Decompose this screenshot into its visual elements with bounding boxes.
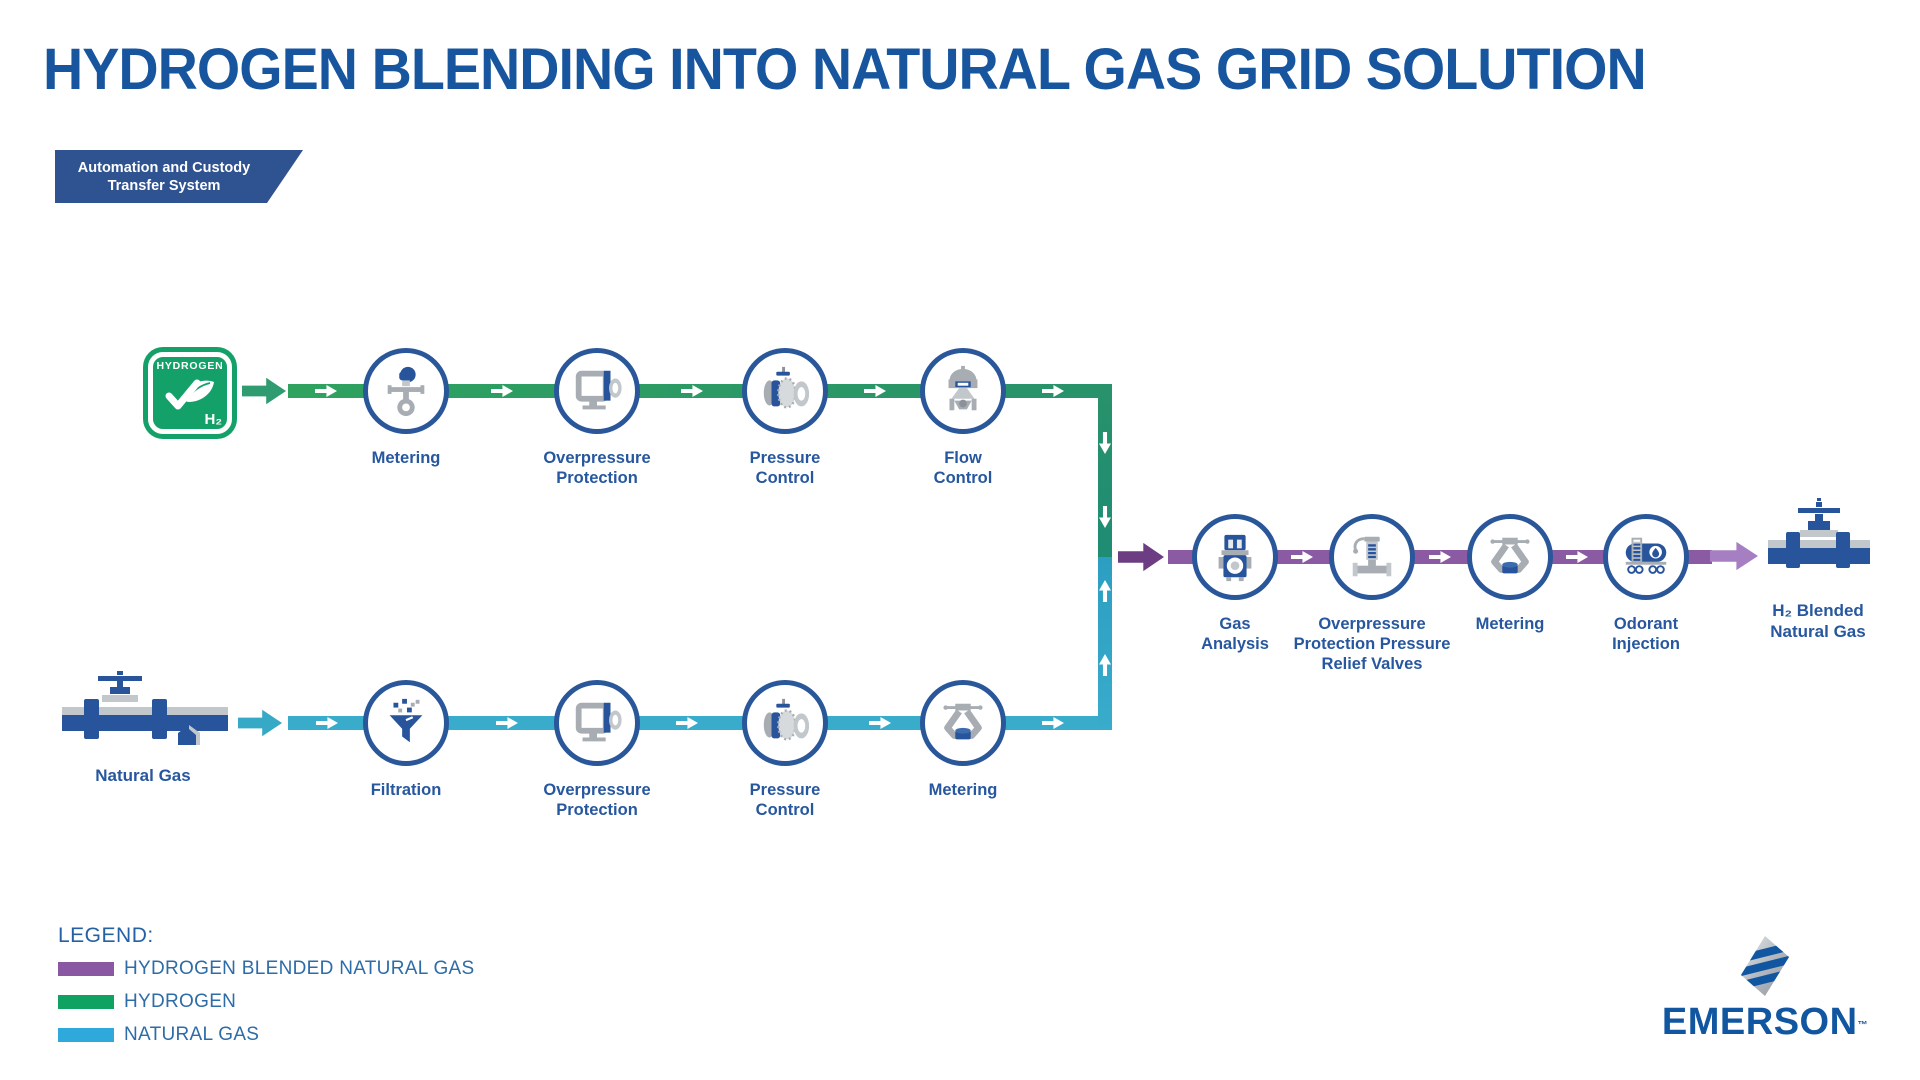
blended-color-swatch: [58, 962, 114, 976]
natural-gas-line-vertical: [1098, 557, 1112, 730]
legend-item-blended: HYDROGEN BLENDED NATURAL GAS: [58, 958, 474, 980]
station-filtration-natural-gas: [363, 680, 449, 766]
station-metering-natural-gas: [920, 680, 1006, 766]
page-title: HYDROGEN BLENDING INTO NATURAL GAS GRID …: [43, 37, 1647, 102]
station-label: Filtration: [370, 781, 442, 799]
station-label: Metering: [371, 449, 441, 467]
control-valve-icon: [948, 365, 978, 411]
station-odorant-injection: [1603, 514, 1689, 600]
emerson-logo: EMERSON™: [1655, 936, 1875, 1044]
badge-title: HYDROGEN: [156, 360, 224, 372]
station-flow-control-hydrogen: [920, 348, 1006, 434]
ball-valve-icon: [763, 698, 810, 741]
station-label: Overpressure Protection: [543, 781, 651, 819]
hydrogen-line-vertical: [1098, 384, 1112, 559]
regulator-monitor-icon: [575, 370, 622, 410]
station-label: Flow Control: [933, 449, 993, 487]
hydrogen-source-arrow-icon: [242, 377, 286, 405]
clamp-meter-icon: [1490, 537, 1530, 574]
station-label: Pressure Control: [749, 449, 821, 487]
flow-meter-icon: [387, 366, 425, 417]
station-gas-analysis: [1192, 514, 1278, 600]
hydrogen-source-badge: HYDROGEN H₂: [143, 347, 237, 439]
blended-gas-output-label: H₂ Blended Natural Gas: [1770, 601, 1866, 641]
relief-valve-icon: [1352, 536, 1392, 577]
station-metering-hydrogen: [363, 348, 449, 434]
station-label: Metering: [1475, 615, 1545, 633]
output-arrow-icon: [1710, 541, 1758, 571]
odorant-tank-icon: [1625, 537, 1667, 574]
station-label: Metering: [928, 781, 998, 799]
badge-formula: H₂: [204, 411, 223, 428]
legend: LEGEND: HYDROGEN BLENDED NATURAL GAS HYD…: [48, 924, 474, 1057]
trademark-symbol: ™: [1857, 1020, 1869, 1031]
station-label: Overpressure Protection Pressure Relief …: [1293, 615, 1451, 673]
blended-gas-pipeline-icon: [1768, 498, 1870, 568]
clamp-meter-icon: [943, 703, 983, 740]
station-label: Odorant Injection: [1612, 615, 1680, 653]
hydrogen-color-swatch: [58, 995, 114, 1009]
junction-arrow-icon: [1118, 542, 1164, 572]
regulator-monitor-icon: [575, 702, 622, 742]
legend-title: LEGEND:: [58, 924, 154, 947]
emerson-diamond-icon: [1741, 936, 1789, 996]
station-pressure-control-natural-gas: [742, 680, 828, 766]
legend-item-hydrogen: HYDROGEN: [58, 991, 474, 1013]
ball-valve-icon: [763, 366, 810, 409]
station-label: Gas Analysis: [1201, 615, 1269, 653]
system-banner-label: Automation and Custody Transfer System: [77, 159, 251, 194]
system-banner: Automation and Custody Transfer System: [55, 150, 303, 203]
filter-funnel-icon: [389, 698, 423, 743]
badge-ring: [148, 352, 232, 434]
station-label: Pressure Control: [749, 781, 821, 819]
leaf-check-icon: [165, 379, 214, 410]
emerson-wordmark: EMERSON™: [1661, 1001, 1869, 1043]
natural-gas-color-swatch: [58, 1028, 114, 1042]
station-overpressure-protection-hydrogen: [554, 348, 640, 434]
natural-gas-source-arrow-icon: [238, 709, 282, 737]
gas-chromatograph-icon: [1218, 534, 1252, 582]
station-metering-blended: [1467, 514, 1553, 600]
natural-gas-pipeline-icon: [62, 671, 228, 745]
station-label: Overpressure Protection: [543, 449, 651, 487]
natural-gas-line: [288, 716, 1112, 730]
legend-item-natural-gas: NATURAL GAS: [58, 1024, 474, 1046]
station-overpressure-protection-natural-gas: [554, 680, 640, 766]
natural-gas-source-label: Natural Gas: [95, 766, 191, 785]
station-pressure-control-hydrogen: [742, 348, 828, 434]
station-overpressure-relief-valves: [1329, 514, 1415, 600]
